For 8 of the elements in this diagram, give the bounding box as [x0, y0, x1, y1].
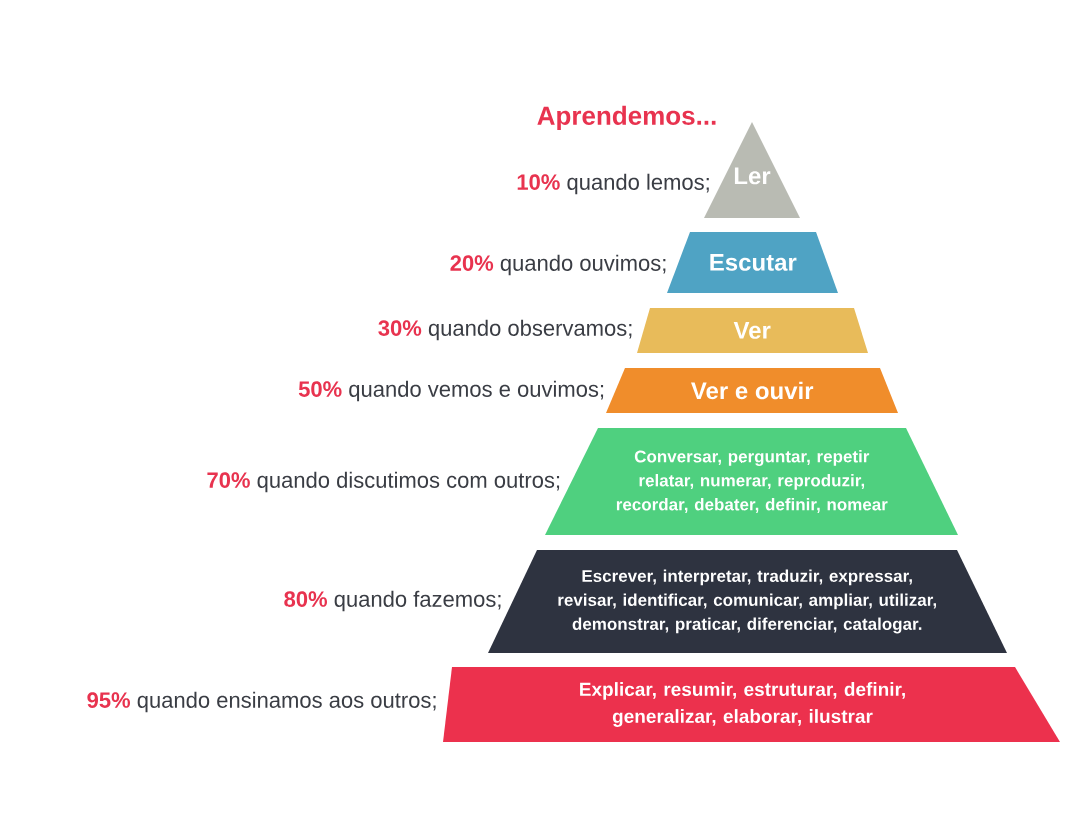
percentage-label: 20% quando ouvimos; — [450, 254, 666, 276]
pyramid-layer: Explicar, resumir, estruturar, definir, generalizar, elaborar, ilustrar — [443, 667, 1060, 742]
pyramid-layer: Ver — [637, 308, 868, 353]
pyramid-layer: Escutar — [667, 232, 838, 293]
pyramid-layer: Ver e ouvir — [606, 368, 898, 413]
percentage-label: 95% quando ensinamos aos outros; — [87, 691, 436, 713]
percentage-label: 30% quando observamos; — [378, 319, 632, 341]
percentage-label: 50% quando vemos e ouvimos; — [298, 380, 604, 402]
